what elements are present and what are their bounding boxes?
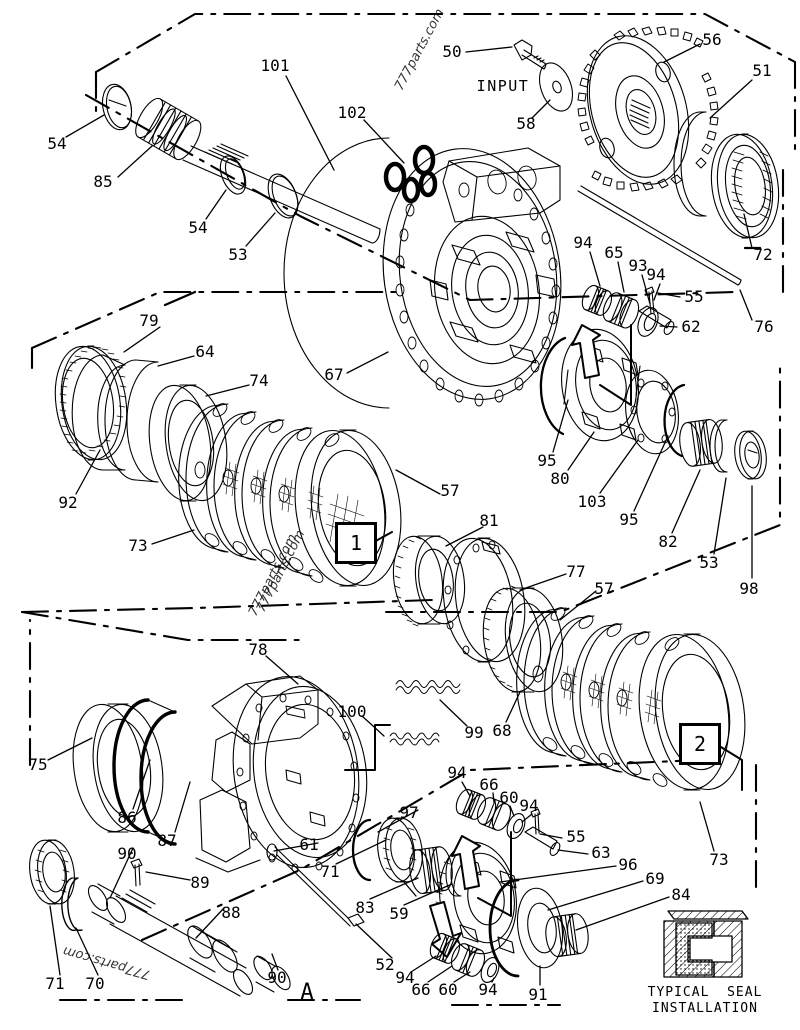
part-number-label: 57 (440, 481, 460, 500)
part-number-label: 87 (157, 831, 177, 850)
part-number-label: 72 (753, 245, 773, 264)
part-number-label: 96 (618, 855, 638, 874)
part-number-label: 55 (684, 287, 704, 306)
part-number-label: 82 (658, 532, 678, 551)
part-number-label: 70 (85, 974, 105, 993)
part-number-label: 91 (528, 985, 548, 1004)
input-label: INPUT (476, 77, 530, 95)
part-number-label: 94 (395, 968, 415, 987)
part-number-label: 81 (479, 511, 499, 530)
part-number-label: 75 (28, 755, 48, 774)
part-number-label: 85 (93, 172, 113, 191)
part-number-label: 80 (550, 469, 570, 488)
part-number-label: 103 (577, 492, 607, 511)
part-number-label: 94 (573, 233, 593, 252)
part-number-label: 51 (752, 61, 772, 80)
part-number-label: 73 (709, 850, 729, 869)
part-number-label: 102 (337, 103, 367, 122)
part-number-label: 53 (228, 245, 248, 264)
part-number-label: 66 (479, 775, 499, 794)
part-number-label: 50 (442, 42, 462, 61)
part-number-label: 52 (375, 955, 395, 974)
part-number-label: 94 (519, 796, 539, 815)
part-number-label: 79 (139, 311, 159, 330)
part-number-label: 65 (604, 243, 624, 262)
part-number-label: 84 (671, 885, 691, 904)
seal-caption-line-2: INSTALLATION (652, 1001, 758, 1017)
part-number-label: 59 (389, 904, 409, 923)
part-number-label: 86 (117, 808, 137, 827)
part-number-label: 56 (702, 30, 722, 49)
part-number-label: 55 (566, 827, 586, 846)
part-number-label: 90 (267, 968, 287, 987)
part-number-label: 57 (594, 579, 614, 598)
section-letter-a: A (300, 980, 314, 1005)
boxed-callout: 2 (679, 723, 721, 765)
part-number-label: 97 (399, 803, 419, 822)
part-number-label: 60 (499, 788, 519, 807)
part-number-label: 71 (320, 862, 340, 881)
part-number-label: 62 (681, 317, 701, 336)
part-number-label: 98 (739, 579, 759, 598)
part-number-label: 94 (447, 763, 467, 782)
part-number-label: 69 (645, 869, 665, 888)
part-number-label: 89 (190, 873, 210, 892)
part-number-label: 53 (699, 553, 719, 572)
part-number-label: 63 (591, 843, 611, 862)
part-number-label: 92 (58, 493, 78, 512)
boxed-callout: 1 (335, 522, 377, 564)
part-number-label: 66 (411, 980, 431, 999)
part-number-label: 54 (47, 134, 67, 153)
part-number-label: 100 (337, 702, 367, 721)
part-number-label: 94 (478, 980, 498, 999)
part-number-label: 90 (117, 844, 137, 863)
part-number-label: 95 (619, 510, 639, 529)
part-number-label: 60 (438, 980, 458, 999)
part-number-label: 73 (128, 536, 148, 555)
part-number-label: 95 (537, 451, 557, 470)
part-number-label: 68 (492, 721, 512, 740)
part-number-label: 93 (628, 256, 648, 275)
part-number-label: 78 (248, 640, 268, 659)
part-number-label: 76 (754, 317, 774, 336)
part-number-label: 54 (188, 218, 208, 237)
part-number-label: 99 (464, 723, 484, 742)
part-number-label: 67 (324, 365, 344, 384)
part-number-label: 64 (195, 342, 215, 361)
part-number-label: 94 (646, 265, 666, 284)
seal-caption-line-1: TYPICAL SEAL (647, 985, 763, 1000)
part-number-label: 77 (566, 562, 586, 581)
part-number-label: 83 (355, 898, 375, 917)
part-number-label: 101 (260, 56, 290, 75)
part-number-label: 71 (45, 974, 65, 993)
part-number-label: 58 (516, 114, 536, 133)
part-number-label: 61 (299, 835, 319, 854)
part-number-label: 74 (249, 371, 269, 390)
part-number-label: 88 (221, 903, 241, 922)
